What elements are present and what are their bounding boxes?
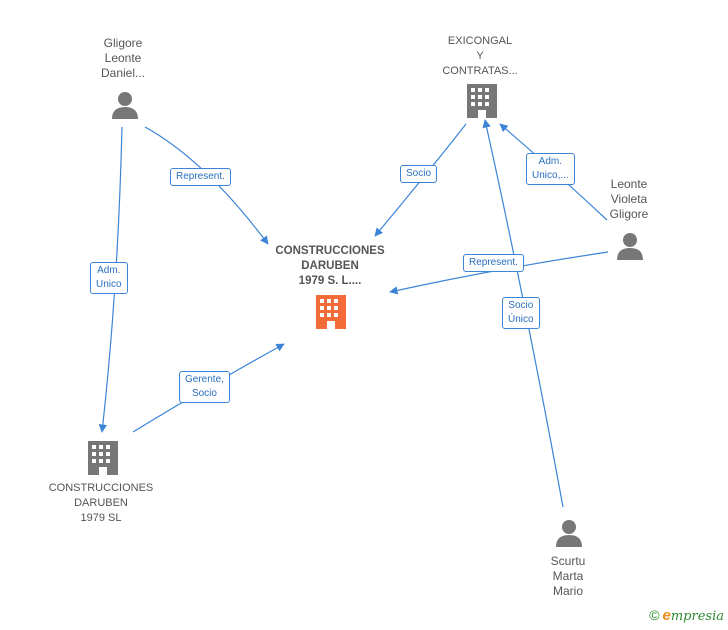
- node-scurtu-label[interactable]: Scurtu Marta Mario: [531, 554, 605, 599]
- node-label-line: Gligore: [609, 207, 649, 221]
- node-label-line: EXICONGAL: [447, 35, 513, 47]
- node-main-company-label[interactable]: CONSTRUCCIONES DARUBEN 1979 S. L....: [260, 244, 400, 289]
- edge-label-adm-unico-leonte[interactable]: Adm. Unico,...: [526, 153, 575, 185]
- node-label-line: Leonte: [610, 177, 648, 191]
- brand-logo-text: mpresia: [670, 609, 724, 624]
- person-icon: [112, 92, 138, 119]
- node-label-line: Scurtu: [550, 554, 586, 568]
- node-label-line: Violeta: [610, 192, 648, 206]
- node-daruben-sl-label[interactable]: CONSTRUCCIONES DARUBEN 1979 SL: [41, 481, 161, 526]
- node-label-line: Y: [476, 50, 484, 62]
- building-icon: [88, 441, 118, 475]
- node-label-line: Marta: [552, 569, 584, 583]
- edge-label-represent-gligore[interactable]: Represent.: [170, 168, 231, 186]
- node-label-line: Mario: [552, 584, 583, 598]
- person-icon: [556, 520, 582, 547]
- node-label-line: CONSTRUCCIONES: [48, 482, 154, 494]
- node-label-line: Gligore: [103, 36, 143, 50]
- edge-label-adm-unico-gligore[interactable]: Adm. Unico: [90, 262, 128, 294]
- node-label-line: 1979 S. L....: [298, 275, 362, 287]
- node-label-line: DARUBEN: [301, 260, 359, 272]
- edge-label-socio-unico-scurtu[interactable]: Socio Único: [502, 297, 540, 329]
- building-icon: [467, 84, 497, 118]
- node-gligore-label[interactable]: Gligore Leonte Daniel...: [83, 36, 163, 81]
- edge-label-line: Socio: [406, 168, 432, 179]
- edge-label-line: Gerente,: [185, 374, 224, 385]
- edge-label-socio-exicongal[interactable]: Socio: [400, 165, 438, 183]
- edge-label-line: Represent.: [469, 257, 518, 268]
- copyright-symbol: ©: [649, 607, 660, 623]
- edge-label-line: Represent.: [176, 171, 225, 182]
- edge-label-line: Socio: [191, 388, 217, 399]
- building-icon: [316, 295, 346, 329]
- edge-label-line: Adm.: [538, 156, 563, 167]
- edge-label-line: Socio: [508, 300, 534, 311]
- node-label-line: Daniel...: [100, 66, 146, 80]
- footer-brand: ©empresia: [649, 607, 724, 624]
- edge-label-line: Unico: [96, 279, 122, 290]
- edge-label-represent-leonte[interactable]: Represent.: [463, 254, 524, 272]
- node-label-line: 1979 SL: [80, 512, 122, 524]
- node-leonte-violeta-label[interactable]: Leonte Violeta Gligore: [592, 177, 666, 222]
- brand-logo-initial: e: [662, 607, 671, 624]
- edge-label-line: Único: [508, 314, 534, 325]
- node-label-line: DARUBEN: [74, 497, 128, 509]
- node-exicongal-label[interactable]: EXICONGAL Y CONTRATAS...: [430, 34, 530, 79]
- edge-label-gerente-socio[interactable]: Gerente, Socio: [179, 371, 230, 403]
- node-label-line: CONSTRUCCIONES: [275, 245, 385, 257]
- edge-label-line: Unico,...: [532, 170, 569, 181]
- node-label-line: CONTRATAS...: [442, 65, 518, 77]
- edge-label-line: Adm.: [97, 265, 121, 276]
- person-icon: [617, 233, 643, 260]
- node-label-line: Leonte: [104, 51, 142, 65]
